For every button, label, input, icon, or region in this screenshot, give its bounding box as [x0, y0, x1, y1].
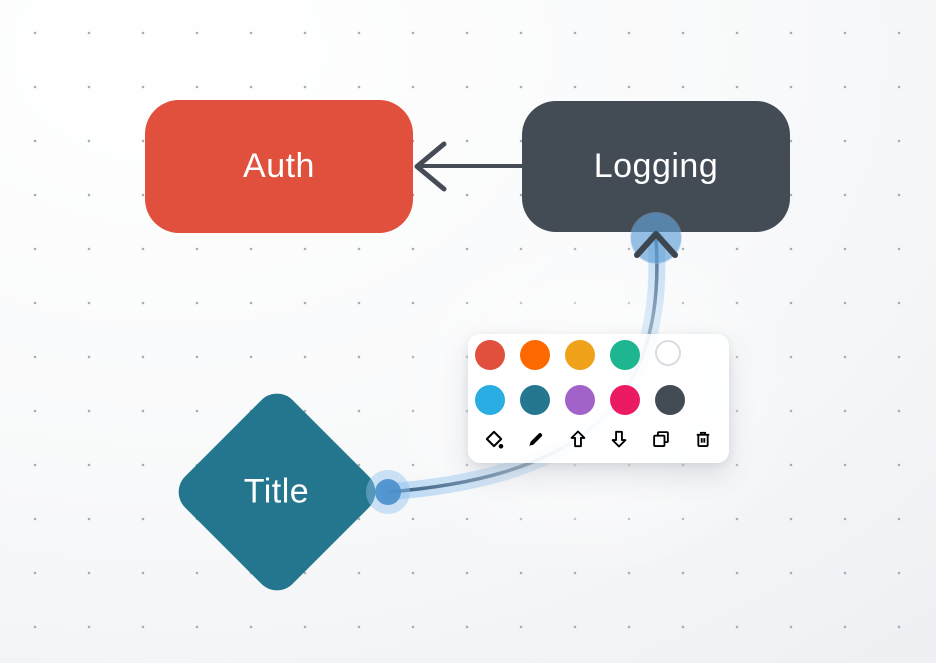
palette-row-1: [475, 340, 729, 370]
node-logging[interactable]: Logging: [522, 101, 790, 232]
color-swatch-29ade2[interactable]: [475, 385, 505, 415]
color-swatch-a263c9[interactable]: [565, 385, 595, 415]
node-logging-label: Logging: [593, 147, 719, 185]
pencil-icon: [525, 428, 547, 450]
toolbar-actions: [475, 427, 729, 451]
edge-start-handle[interactable]: [366, 470, 410, 514]
palette-row-2: [475, 385, 729, 415]
paint-fill-icon: [483, 428, 505, 450]
color-swatch-25768f[interactable]: [520, 385, 550, 415]
duplicate-button[interactable]: [649, 427, 673, 451]
delete-button[interactable]: [691, 427, 715, 451]
trash-icon: [692, 428, 714, 450]
arrowhead-left-icon: [414, 141, 447, 192]
format-toolbar: [468, 334, 729, 463]
duplicate-icon: [650, 428, 672, 450]
color-swatch-1db690[interactable]: [610, 340, 640, 370]
color-swatch-e0503c[interactable]: [475, 340, 505, 370]
arrowhead-up-icon: [634, 231, 678, 258]
color-swatch-eb1a63[interactable]: [610, 385, 640, 415]
arrow-up-icon: [567, 428, 589, 450]
fill-color-button[interactable]: [482, 427, 506, 451]
bring-forward-button[interactable]: [566, 427, 590, 451]
color-swatch-fb6900[interactable]: [520, 340, 550, 370]
node-auth[interactable]: Auth: [145, 100, 413, 233]
node-title-label: Title: [244, 472, 310, 511]
color-swatch-efa11a[interactable]: [565, 340, 595, 370]
edit-button[interactable]: [524, 427, 548, 451]
node-auth-label: Auth: [243, 147, 315, 185]
color-swatch-ffffff[interactable]: [655, 340, 681, 366]
arrow-down-icon: [608, 428, 630, 450]
color-swatch-434b55[interactable]: [655, 385, 685, 415]
node-title[interactable]: Title: [169, 384, 385, 600]
send-backward-button[interactable]: [607, 427, 631, 451]
edge-logging-to-auth[interactable]: [414, 141, 522, 192]
